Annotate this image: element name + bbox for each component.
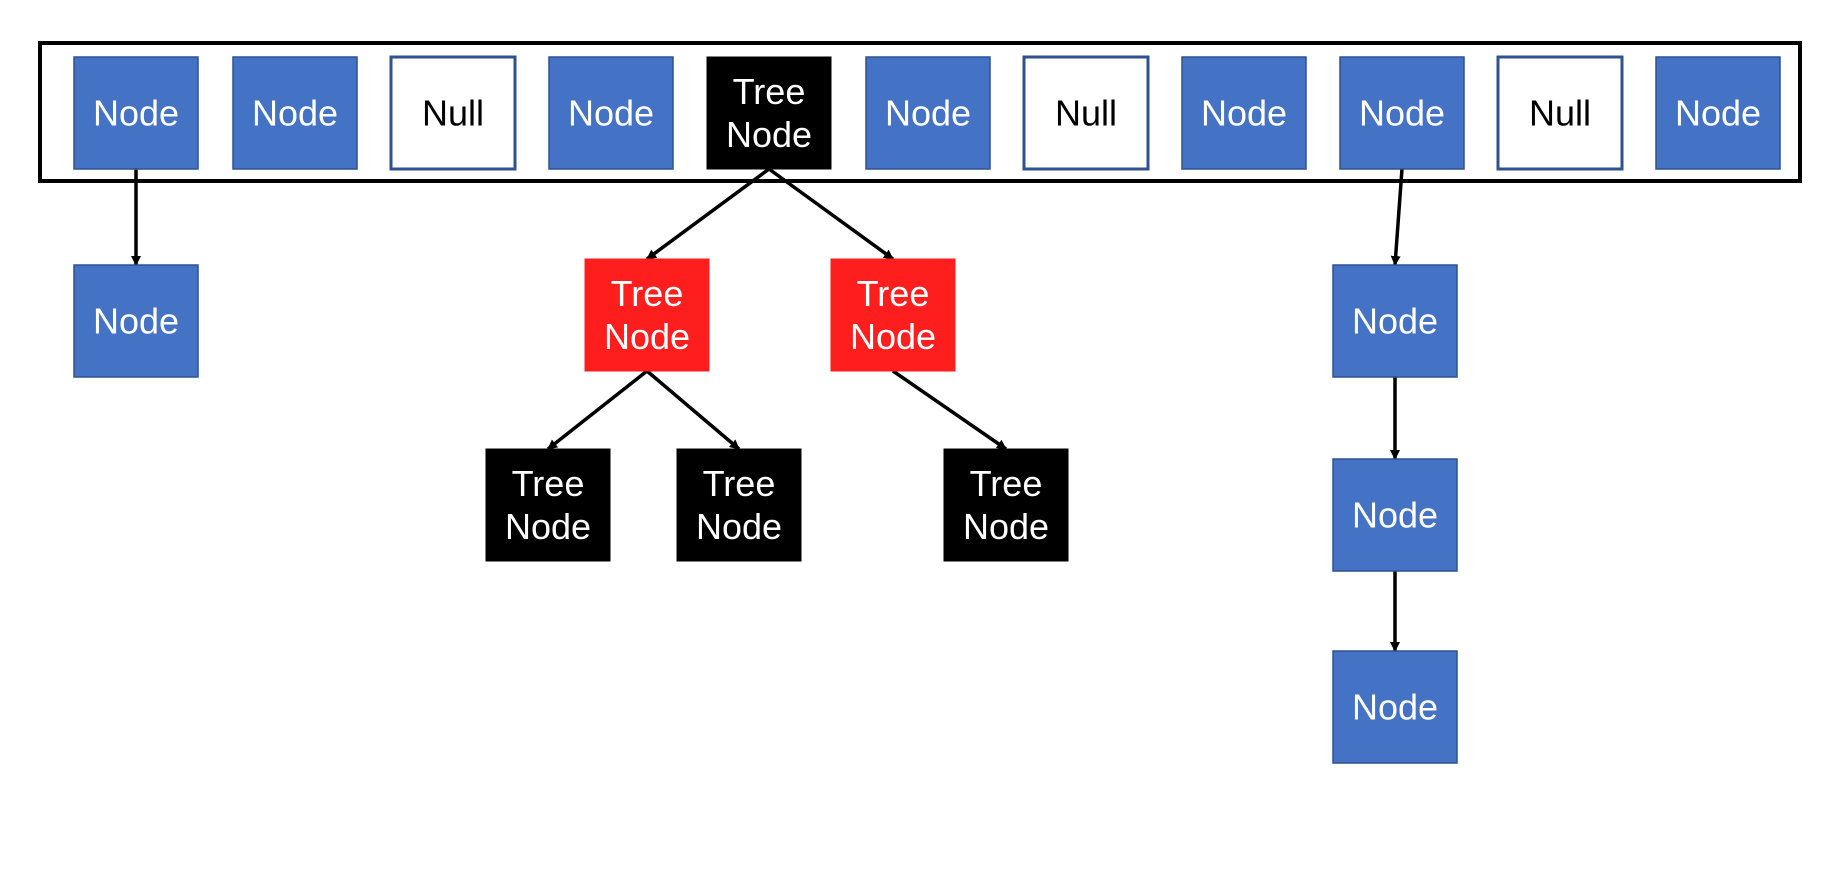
null-slot: Null [1022, 55, 1150, 171]
edges [131, 167, 1404, 652]
node-label: Tree [857, 273, 930, 314]
edge-arrow [645, 167, 771, 261]
node-label: Tree [970, 463, 1043, 504]
edge-arrow [892, 369, 1007, 451]
node-label: Node [252, 93, 338, 134]
node-label: Node [604, 316, 690, 357]
null-slot: Null [1496, 55, 1624, 171]
node-box: Node [548, 56, 674, 170]
node-label: Node [1352, 687, 1438, 728]
node-box: Node [73, 56, 199, 170]
node-label: Tree [512, 463, 585, 504]
node-label: Tree [611, 273, 684, 314]
node-label: Null [1529, 93, 1591, 134]
node-label: Node [1675, 93, 1761, 134]
box-rect [1339, 56, 1465, 170]
bucket-array-border [38, 41, 1802, 183]
node-label: Node [1359, 93, 1445, 134]
node-label: Node [696, 506, 782, 547]
node-label: Node [726, 114, 812, 155]
node-label: Node [1201, 93, 1287, 134]
node-box: Node [1332, 458, 1458, 572]
box-rect [1332, 650, 1458, 764]
node-label: Node [963, 506, 1049, 547]
node-box: Node [73, 264, 199, 378]
box-rect [1496, 55, 1624, 171]
null-slot: Null [389, 55, 517, 171]
node-label: Tree [733, 71, 806, 112]
node-box: Node [1332, 264, 1458, 378]
edge-arrow [546, 369, 649, 451]
node-label: Node [93, 93, 179, 134]
node-label: Node [850, 316, 936, 357]
box-rect [1022, 55, 1150, 171]
node-box: Node [865, 56, 991, 170]
box-rect [73, 56, 199, 170]
box-rect [389, 55, 517, 171]
node-label: Node [1352, 495, 1438, 536]
box-rect [676, 448, 802, 562]
node-label: Node [1352, 301, 1438, 342]
node-box: Node [1655, 56, 1781, 170]
node-label: Tree [703, 463, 776, 504]
box-rect [73, 264, 199, 378]
box-rect [485, 448, 611, 562]
box-rect [548, 56, 674, 170]
node-box: Node [232, 56, 358, 170]
node-box: Node [1339, 56, 1465, 170]
node-label: Node [885, 93, 971, 134]
box-rect [584, 258, 710, 372]
node-box: Node [1332, 650, 1458, 764]
node-label: Node [505, 506, 591, 547]
box-rect [865, 56, 991, 170]
edge-arrow [1390, 168, 1404, 266]
node-label: Node [568, 93, 654, 134]
node-box: Node [1181, 56, 1307, 170]
box-rect [232, 56, 358, 170]
node-label: Null [1055, 93, 1117, 134]
node-label: Node [93, 301, 179, 342]
edge-arrow [767, 167, 895, 261]
box-rect [1655, 56, 1781, 170]
edge-arrow [645, 369, 741, 451]
box-rect [943, 448, 1069, 562]
box-rect [1181, 56, 1307, 170]
box-rect [1332, 264, 1458, 378]
box-rect [830, 258, 956, 372]
node-label: Null [422, 93, 484, 134]
box-rect [1332, 458, 1458, 572]
box-rect [706, 56, 832, 170]
